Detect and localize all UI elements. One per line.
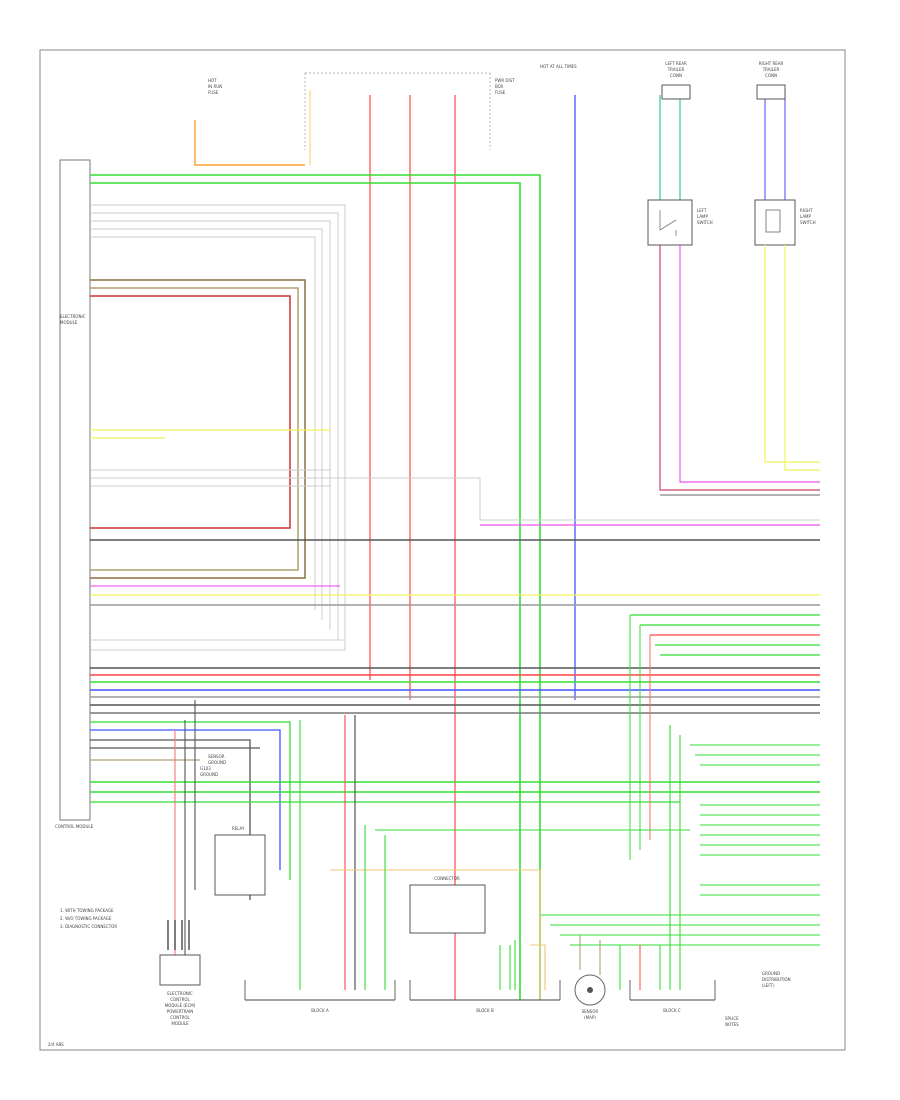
left-trailer-label-2: TRAILER	[667, 67, 685, 72]
sensor-label-1: SENSOR	[208, 754, 225, 759]
component-labels: HOT IN RUN FUSE PWR DIST BOX FUSE HOT AT…	[55, 61, 816, 1027]
pwr-dist-label-2: BOX	[495, 84, 504, 89]
left-lamp-switch	[647, 199, 693, 246]
left-switch-label-3: SWITCH	[697, 220, 713, 225]
right-wire-bundle	[540, 614, 820, 990]
sensor-label-2: GROUND	[208, 760, 226, 765]
ground-relay-label: RELAY	[232, 826, 245, 831]
module-footer: CONTROL MODULE	[55, 824, 94, 829]
right-bottom-label-1: GROUND	[762, 971, 780, 976]
right-switch-label-2: LAMP	[800, 214, 812, 219]
block-right-label: BLOCK C	[663, 1008, 681, 1013]
lower-right-note-2: NOTES	[725, 1022, 739, 1027]
left-switch-label-2: LAMP	[697, 214, 709, 219]
right-lamp-switch	[754, 199, 796, 246]
module-header-1: ELECTRONIC	[60, 314, 86, 319]
block-left-label: BLOCK A	[311, 1008, 329, 1013]
left-switch-label-1: LEFT	[697, 208, 707, 213]
right-trailer-label-2: TRAILER	[762, 67, 780, 72]
module-horizontal-wires	[90, 174, 820, 1000]
block-middle	[409, 884, 561, 1001]
pwr-dist-label-1: PWR DIST	[495, 78, 515, 83]
right-bottom-label-3: (LEFT)	[762, 983, 775, 988]
block-middle-label: BLOCK B	[476, 1008, 494, 1013]
module-header-2: MODULE	[60, 320, 78, 325]
round-sensor	[574, 974, 606, 1006]
note-2: 2. W/O TOWING PACKAGE	[60, 916, 112, 921]
block-right	[629, 980, 716, 1001]
block-left	[244, 980, 396, 1001]
left-trailer-connector-icon	[661, 84, 691, 100]
power-bus-outline	[304, 72, 491, 150]
right-switch-label-3: SWITCH	[800, 220, 816, 225]
vertical-feed-wires	[194, 90, 786, 1000]
top-fuse-label-1: HOT	[208, 78, 217, 83]
bottom-left-label-5: CONTROL	[170, 1015, 190, 1020]
note-3: 3. DIAGNOSTIC CONNECTOR	[60, 924, 117, 929]
round-sensor-label-2: (MAP)	[584, 1015, 596, 1020]
right-switch-label-1: RIGHT	[800, 208, 813, 213]
bottom-left-label-3: MODULE (ECM)	[165, 1003, 196, 1008]
center-connector-label: CONNECTOR	[434, 876, 460, 881]
bottom-left-label-2: CONTROL	[170, 997, 190, 1002]
notes: 1. WITH TOWING PACKAGE 2. W/O TOWING PAC…	[60, 908, 117, 929]
right-trailer-connector-icon	[756, 84, 786, 100]
diagram-border	[39, 49, 846, 1051]
page-id: 2/4 ABS	[48, 1042, 64, 1047]
top-fuse-label-3: FUSE	[208, 90, 219, 95]
right-trailer-label-1: RIGHT REAR	[759, 61, 784, 66]
pwr-dist-label-3: FUSE	[495, 90, 506, 95]
bottom-left-label-4: POWERTRAIN	[167, 1009, 194, 1014]
bottom-left-label-1: ELECTRONIC	[167, 991, 193, 996]
note-1: 1. WITH TOWING PACKAGE	[60, 908, 114, 913]
right-trailer-label-3: CONN	[765, 73, 777, 78]
lower-wires	[174, 700, 690, 1000]
switch-output-wires	[659, 245, 820, 496]
left-trailer-label-1: LEFT REAR	[665, 61, 687, 66]
top-fuse-label-2: IN RUN	[208, 84, 222, 89]
lower-right-note-1: SPLICE	[725, 1016, 739, 1021]
ground-point-b-1: GROUND	[200, 772, 218, 777]
bottom-left-label-6: MODULE	[171, 1021, 189, 1026]
hot-at-all-times-label: HOT AT ALL TIMES	[540, 64, 577, 69]
ground-relay-box	[214, 834, 266, 896]
round-sensor-label-1: SENSOR	[582, 1009, 599, 1014]
left-trailer-label-3: CONN	[670, 73, 682, 78]
bottom-left-component	[159, 920, 201, 986]
ground-point-a: G103	[200, 766, 211, 771]
control-module-body	[59, 159, 91, 821]
right-bottom-label-2: DISTRIBUTION	[762, 977, 791, 982]
